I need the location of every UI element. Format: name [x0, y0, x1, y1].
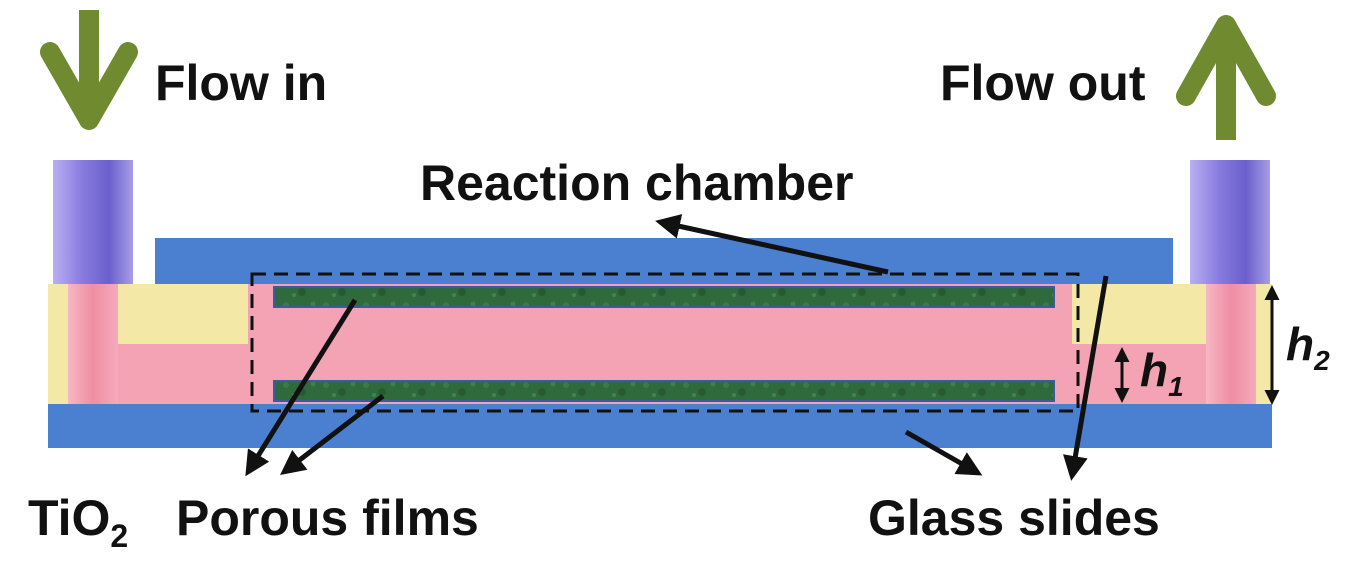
- top-glass-slide: [155, 238, 1173, 284]
- outlet-tube: [1190, 160, 1270, 284]
- h1-label: h1: [1140, 344, 1184, 402]
- film-pointer-1: [245, 298, 358, 477]
- inlet-tube: [53, 160, 133, 284]
- reaction-chamber-pointer: [655, 214, 889, 275]
- inlet-channel: [68, 284, 118, 404]
- flow-in-arrow: [40, 10, 138, 130]
- tio2-label: TiO2: [28, 490, 128, 554]
- flow-out-label: Flow out: [940, 55, 1146, 111]
- bottom-glass-slide: [48, 404, 1272, 448]
- porous-films-label: Porous films: [176, 490, 479, 546]
- glass-pointer-1: [904, 429, 983, 476]
- flow-out-arrow: [1176, 15, 1276, 140]
- bottom-tio2-film: [273, 380, 1055, 402]
- h2-label: h2: [1286, 318, 1330, 376]
- film-pointer-2: [280, 394, 385, 476]
- glass-slides-label: Glass slides: [868, 490, 1160, 546]
- glass-pointer-2: [1063, 275, 1109, 481]
- top-tio2-film: [273, 286, 1055, 308]
- reaction-chamber-outline: [250, 272, 1080, 413]
- left-channel: [115, 344, 248, 404]
- outlet-channel: [1206, 284, 1256, 404]
- reaction-chamber-label: Reaction chamber: [420, 155, 853, 211]
- flow-in-label: Flow in: [155, 55, 327, 111]
